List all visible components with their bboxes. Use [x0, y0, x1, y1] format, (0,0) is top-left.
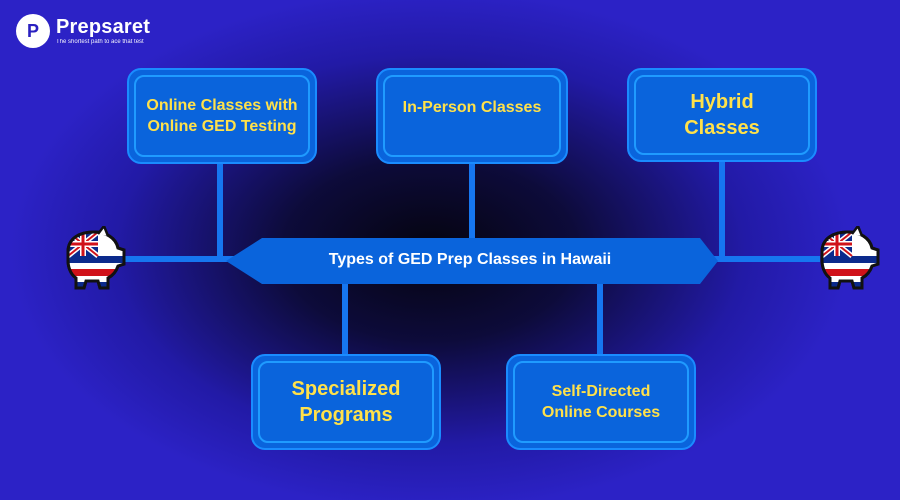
hawaii-flag-piggy-bank-icon	[820, 226, 880, 290]
brand-name: Prepsaret	[56, 16, 151, 38]
node-self-directed-courses: Self-Directed Online Courses	[506, 354, 696, 450]
node-label: Self-Directed Online Courses	[513, 361, 689, 443]
center-arrow-bar	[226, 238, 718, 284]
diagram-center-label: Types of GED Prep Classes in Hawaii	[328, 251, 612, 268]
node-in-person-classes: In-Person Classes	[376, 68, 568, 164]
node-label: Hybrid Classes	[634, 75, 810, 155]
node-specialized-programs: Specialized Programs	[251, 354, 441, 450]
brand-tagline: The shortest path to ace that test	[56, 39, 144, 45]
hawaii-flag-piggy-bank-icon	[66, 226, 126, 290]
prepsaret-logo-icon: P	[16, 14, 50, 48]
node-label: Specialized Programs	[258, 361, 434, 443]
brand-logo: P Prepsaret The shortest path to ace tha…	[16, 14, 150, 48]
node-online-classes: Online Classes with Online GED Testing	[127, 68, 317, 164]
node-label: Online Classes with Online GED Testing	[134, 75, 310, 157]
node-label: In-Person Classes	[383, 75, 561, 157]
node-hybrid-classes: Hybrid Classes	[627, 68, 817, 162]
